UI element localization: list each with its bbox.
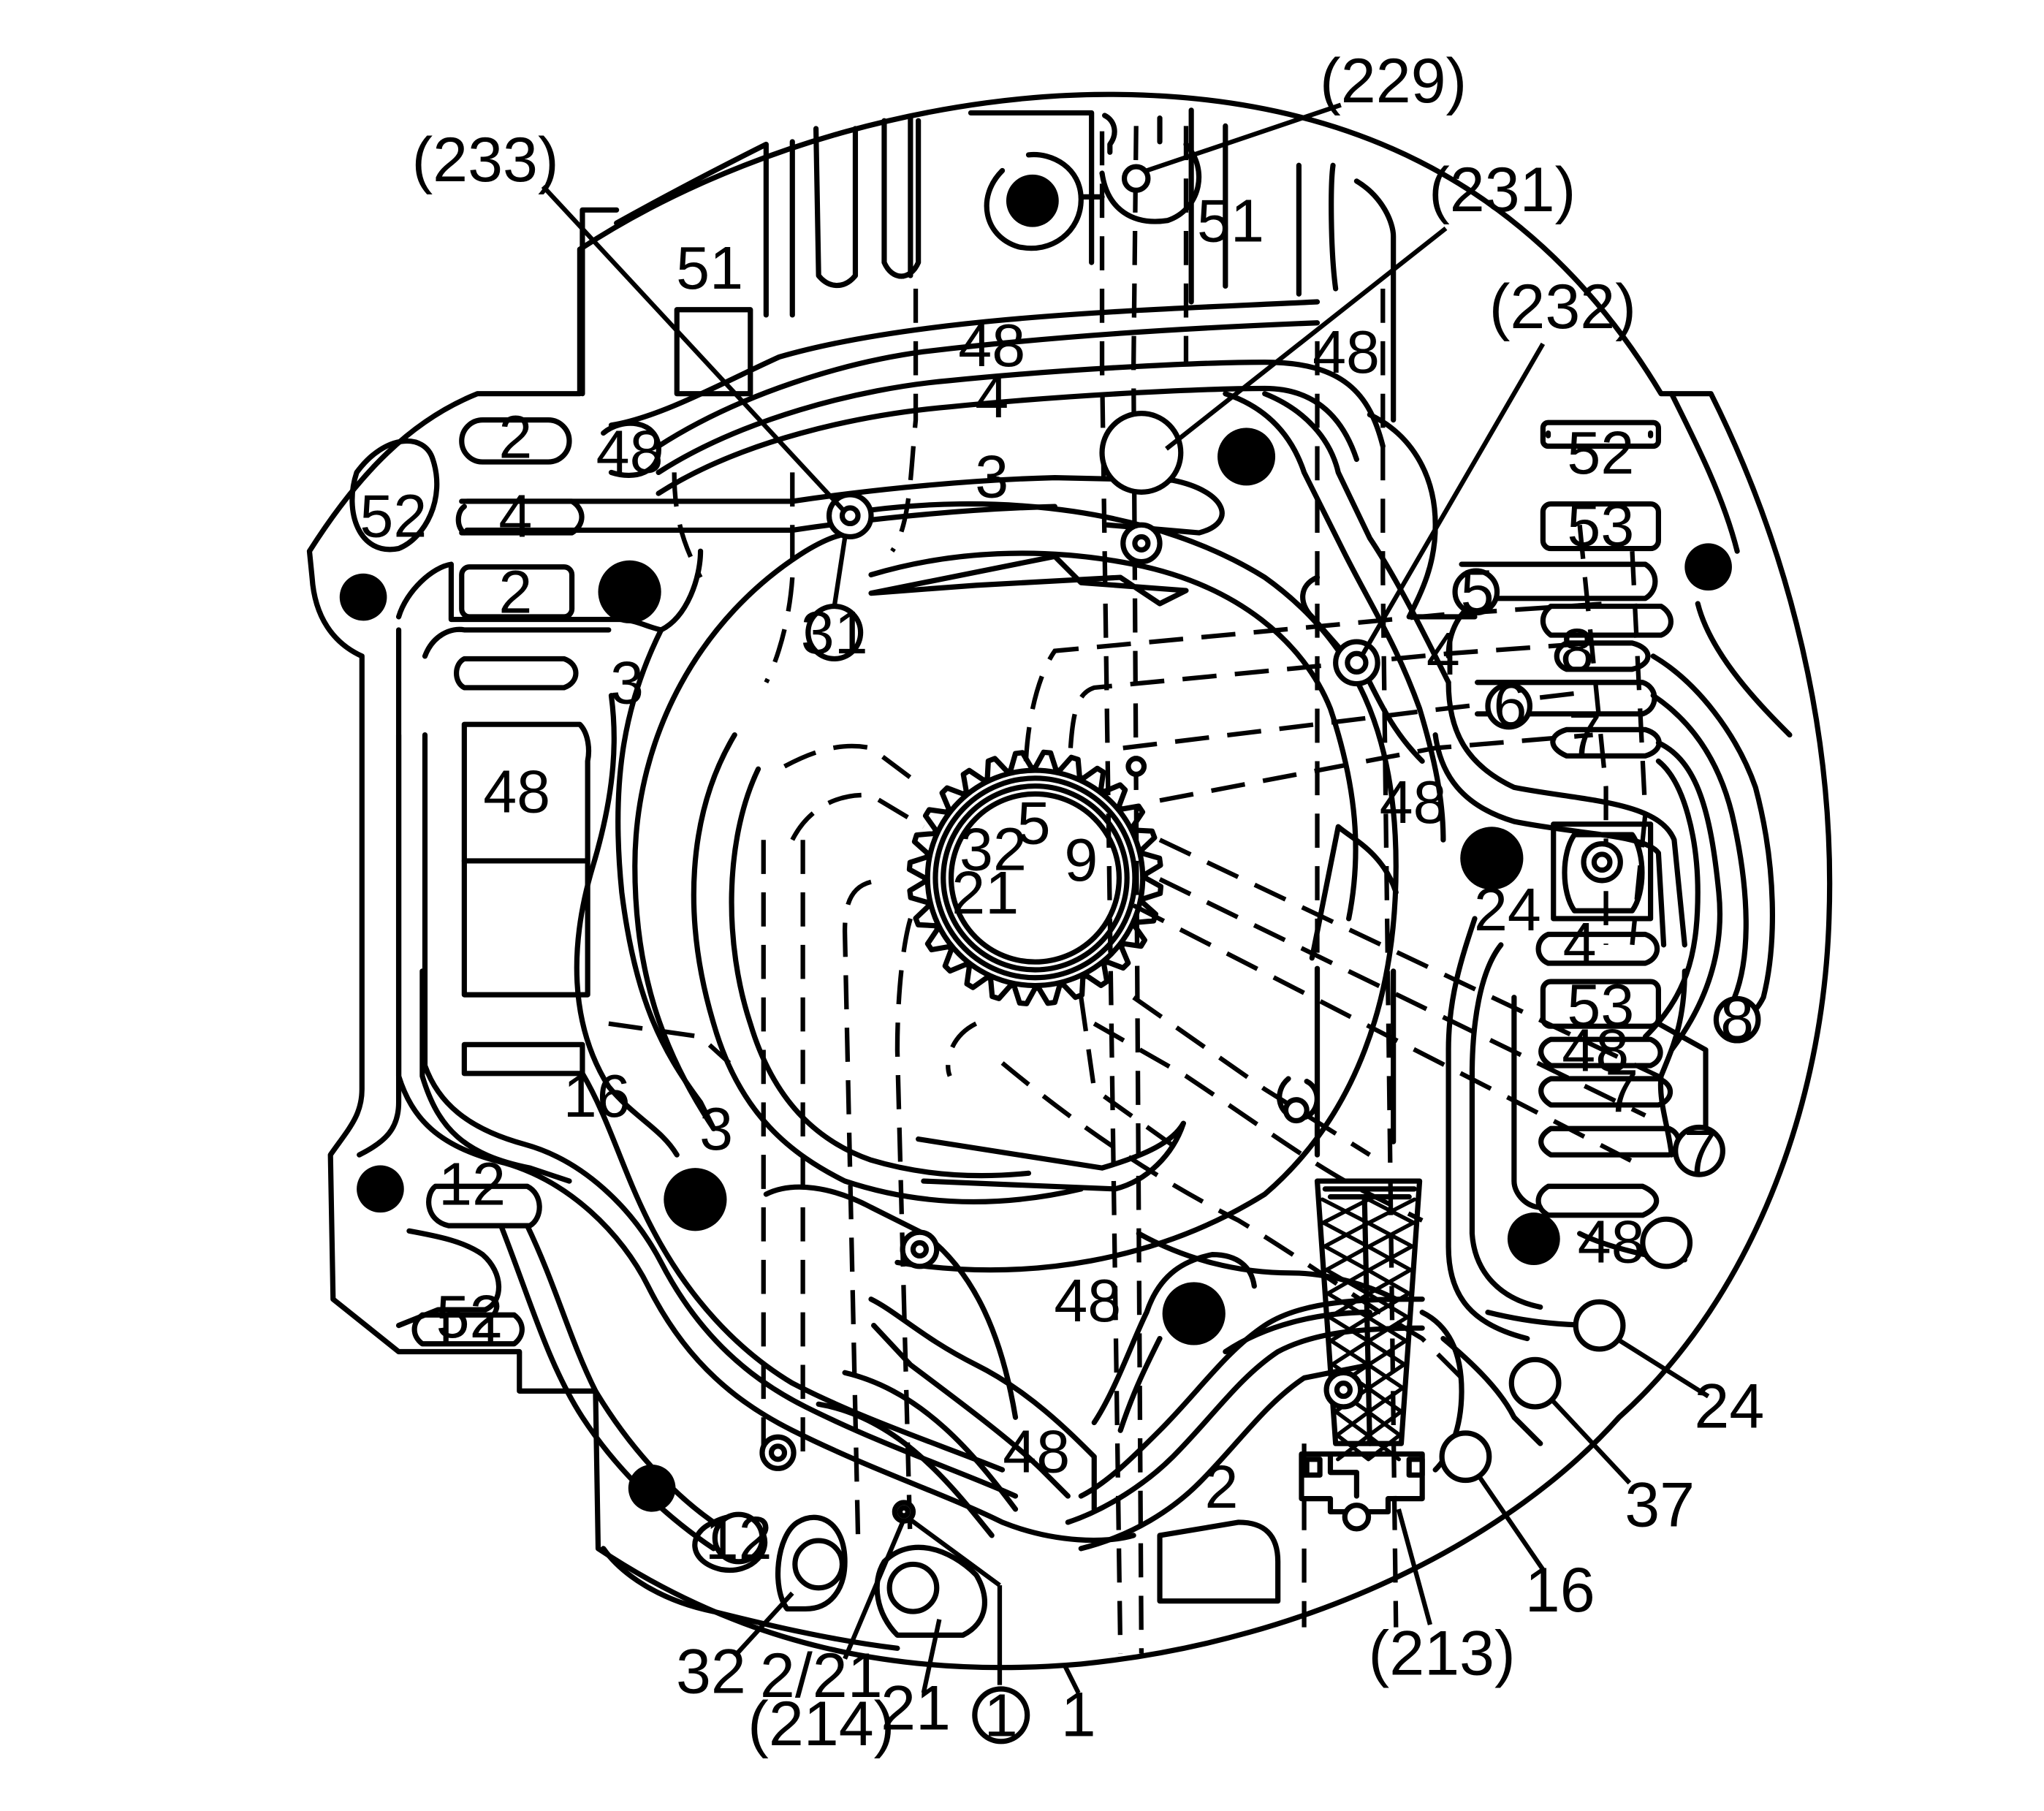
upper-pockets <box>580 107 1397 423</box>
passage-label: 52 <box>1567 419 1634 487</box>
passage-label: 3 <box>699 1095 733 1163</box>
callouts: (229) (233) (231) (232) 24 37 16 (213) 1… <box>411 46 1764 1759</box>
passage-label: 12 <box>438 1150 506 1218</box>
boss-rings <box>984 141 1202 251</box>
passage-label: 24 <box>1474 876 1541 944</box>
passage-label: 48 <box>1003 1418 1070 1486</box>
housing-outline <box>306 91 1833 1671</box>
passage-labels: 51 51 48 48 4 2 48 52 4 3 2 3 48 16 3 12… <box>360 186 1644 1521</box>
circled-label: 31 <box>801 599 868 667</box>
port-holes <box>759 164 1693 1614</box>
splined-hub <box>906 749 1164 1006</box>
passage-label: 32 <box>960 816 1027 884</box>
circled-label: 7 <box>1684 1117 1717 1185</box>
leader-lines <box>541 102 1710 1694</box>
passage-label: 4 <box>498 482 532 550</box>
passage-label: 48 <box>483 758 550 826</box>
passage-label: 3 <box>975 443 1008 511</box>
passage-label: 7 <box>1605 1057 1638 1125</box>
passage-label: 52 <box>360 482 427 550</box>
callout-label: 37 <box>1625 1470 1695 1540</box>
callout-label: (229) <box>1320 46 1467 116</box>
callout-label: 32 <box>676 1636 746 1706</box>
circled-label: 5 <box>1461 557 1494 625</box>
passage-label: 5 <box>1017 789 1051 857</box>
callout-label: (214) <box>748 1689 894 1759</box>
passage-label: 48 <box>1380 768 1447 836</box>
circled-labels: 31 5 6 8 7 12 1 <box>705 557 1754 1750</box>
callout-label: 16 <box>1525 1555 1595 1625</box>
callout-label: (231) <box>1429 155 1576 225</box>
passage-label: 52 <box>436 1283 504 1351</box>
callout-label: 24 <box>1694 1372 1764 1442</box>
passage-label: 51 <box>1197 186 1264 254</box>
passage-label: 48 <box>1578 1207 1645 1275</box>
passage-label: 53 <box>1567 491 1634 559</box>
bolt-holes <box>339 174 1732 1512</box>
passage-label: 48 <box>1054 1267 1121 1334</box>
passage-label: 48 <box>1312 318 1380 386</box>
passage-label: 53 <box>1567 971 1634 1039</box>
passage-label: 21 <box>951 859 1019 927</box>
callout-label: (213) <box>1369 1618 1516 1688</box>
circled-label: 12 <box>705 1504 772 1572</box>
passage-label: 3 <box>610 648 644 716</box>
callout-label: (233) <box>411 125 558 195</box>
callout-label: (232) <box>1489 272 1636 342</box>
circled-label: 6 <box>1494 671 1527 739</box>
passage-label: 51 <box>676 234 743 302</box>
passage-label: 2 <box>1204 1453 1238 1521</box>
left-lower-passages <box>395 627 1136 1573</box>
passage-label: 7 <box>1568 700 1602 768</box>
circled-label: 8 <box>1720 984 1754 1052</box>
passage-label: 8 <box>1560 616 1594 684</box>
left-pockets <box>349 417 704 1184</box>
callout-label: 21 <box>881 1674 951 1744</box>
circled-label-rings <box>712 568 1761 1744</box>
passage-label: 4 <box>1563 910 1597 978</box>
passage-label: 2 <box>498 558 532 626</box>
passage-label: 4 <box>1426 620 1460 688</box>
passage-label: 48 <box>596 417 664 485</box>
passage-label: 4 <box>975 362 1008 430</box>
passage-label: 2 <box>498 403 532 471</box>
passage-label: 48 <box>958 311 1025 379</box>
right-passages <box>1223 391 1793 1446</box>
callout-label: 2/21 <box>760 1641 883 1711</box>
circled-label: 1 <box>984 1682 1018 1750</box>
callout-label: 1 <box>1061 1680 1096 1750</box>
filter-screen-assembly <box>1299 1178 1425 1532</box>
passage-label: 48 <box>1562 1016 1629 1084</box>
passage-label: 9 <box>1064 826 1098 894</box>
upper-horizontal-passages <box>455 299 1386 536</box>
passage-label: 16 <box>563 1062 631 1130</box>
